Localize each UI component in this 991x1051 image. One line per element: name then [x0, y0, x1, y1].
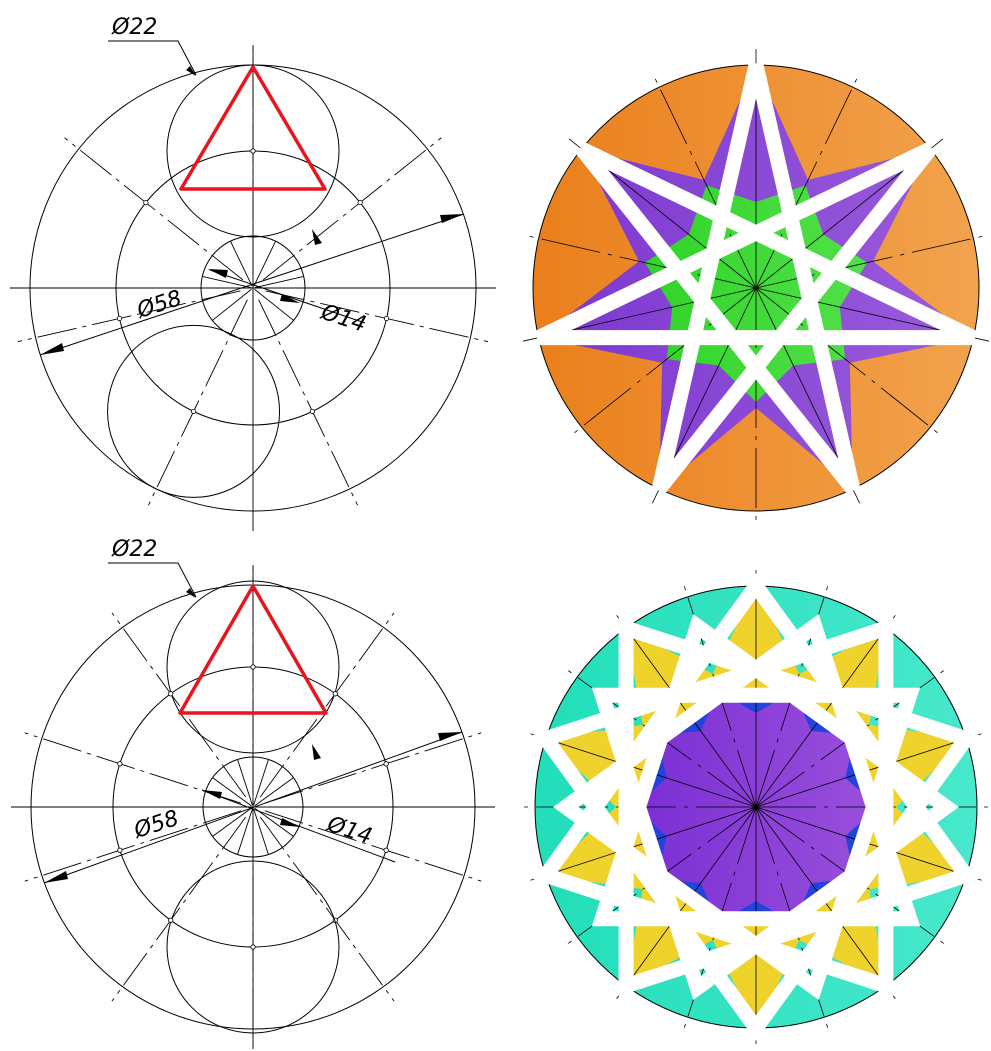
radial-centerline: [111, 816, 247, 1002]
label-small-diameter: Ø14: [323, 812, 375, 850]
radial-centerline: [24, 810, 242, 882]
dim-arrow: [280, 818, 300, 827]
division-point: [168, 917, 174, 923]
radial-line: [755, 234, 990, 289]
leader-large-diameter: [108, 562, 197, 598]
radial-centerline: [111, 612, 247, 798]
inner-ray: [230, 240, 253, 287]
division-point: [168, 691, 174, 697]
inner-ray: [237, 759, 253, 806]
construction-circle: [166, 580, 340, 754]
inner-ray: [254, 275, 304, 288]
inner-ray: [237, 808, 253, 855]
inner-ray: [212, 807, 252, 837]
dim-arrow: [280, 294, 300, 303]
label-large-diameter: Ø22: [111, 537, 157, 562]
inner-ray: [254, 807, 294, 837]
band-fill-inner: [553, 614, 959, 1000]
inner-ray: [202, 275, 252, 288]
division-point: [383, 847, 389, 853]
dim-arrow: [312, 744, 321, 760]
division-point: [309, 408, 316, 415]
radial-centerline: [17, 290, 241, 343]
division-point: [250, 944, 256, 950]
dimension-line-small: [209, 269, 366, 324]
division-point: [357, 199, 363, 206]
radial-line: [568, 287, 757, 438]
division-point: [250, 664, 256, 670]
division-point: [190, 408, 197, 415]
dim-arrow: [40, 343, 64, 355]
radial-centerline: [259, 612, 395, 798]
dimension-line-outer: [43, 731, 463, 884]
inner-ray: [254, 288, 294, 321]
dim-arrow: [438, 732, 462, 741]
inner-ray: [212, 777, 252, 807]
division-point: [383, 761, 389, 767]
radial-line: [755, 287, 944, 438]
construction-circle: [107, 324, 281, 498]
radial-centerline: [64, 137, 244, 281]
division-point: [143, 199, 149, 206]
red-triangle: [179, 65, 327, 191]
label-large-diameter: Ø22: [111, 15, 157, 40]
inner-ray: [253, 808, 269, 855]
dim-arrow: [202, 790, 222, 799]
dim-arrow: [312, 229, 322, 245]
radial-centerline: [264, 810, 482, 882]
radial-centerline: [258, 299, 358, 506]
division-point: [250, 148, 256, 154]
red-triangle: [178, 584, 328, 715]
inner-ray: [253, 759, 269, 806]
dimension-line-small: [201, 789, 396, 863]
colored-ornament-7-point: [522, 49, 990, 527]
inner-ray: [212, 288, 252, 321]
division-point: [117, 761, 123, 767]
construction-drawing-10-point: Ø22 Ø58 Ø14: [11, 537, 495, 1049]
radial-line: [522, 234, 757, 289]
leader-large-diameter: [108, 40, 197, 76]
division-point: [332, 691, 338, 697]
colored-ornament-10-point: [519, 570, 991, 1044]
radial-centerline: [265, 290, 489, 343]
division-point: [383, 315, 390, 322]
division-point: [117, 847, 123, 853]
interlaced-band: [533, 573, 979, 1041]
inner-ray: [253, 240, 276, 287]
interlaced-band: [535, 63, 977, 494]
dim-arrow: [208, 269, 228, 278]
division-point: [116, 315, 123, 322]
label-outer-diameter: Ø58: [133, 286, 185, 324]
construction-circle: [166, 64, 340, 238]
inner-ray: [254, 777, 294, 807]
leader-arrow: [186, 588, 196, 598]
band-fill: [535, 63, 977, 494]
radial-line: [651, 72, 757, 289]
radial-centerline: [262, 137, 442, 281]
radial-centerline: [259, 816, 395, 1002]
dim-arrow: [440, 214, 464, 223]
radial-line: [755, 72, 861, 289]
construction-circle: [166, 860, 340, 1034]
construction-drawing-7-point: Ø22 Ø58 Ø14: [10, 15, 496, 531]
radial-centerline: [264, 732, 482, 804]
label-small-diameter: Ø14: [317, 300, 369, 338]
dim-arrow: [44, 871, 68, 883]
leader-arrow: [186, 66, 196, 76]
